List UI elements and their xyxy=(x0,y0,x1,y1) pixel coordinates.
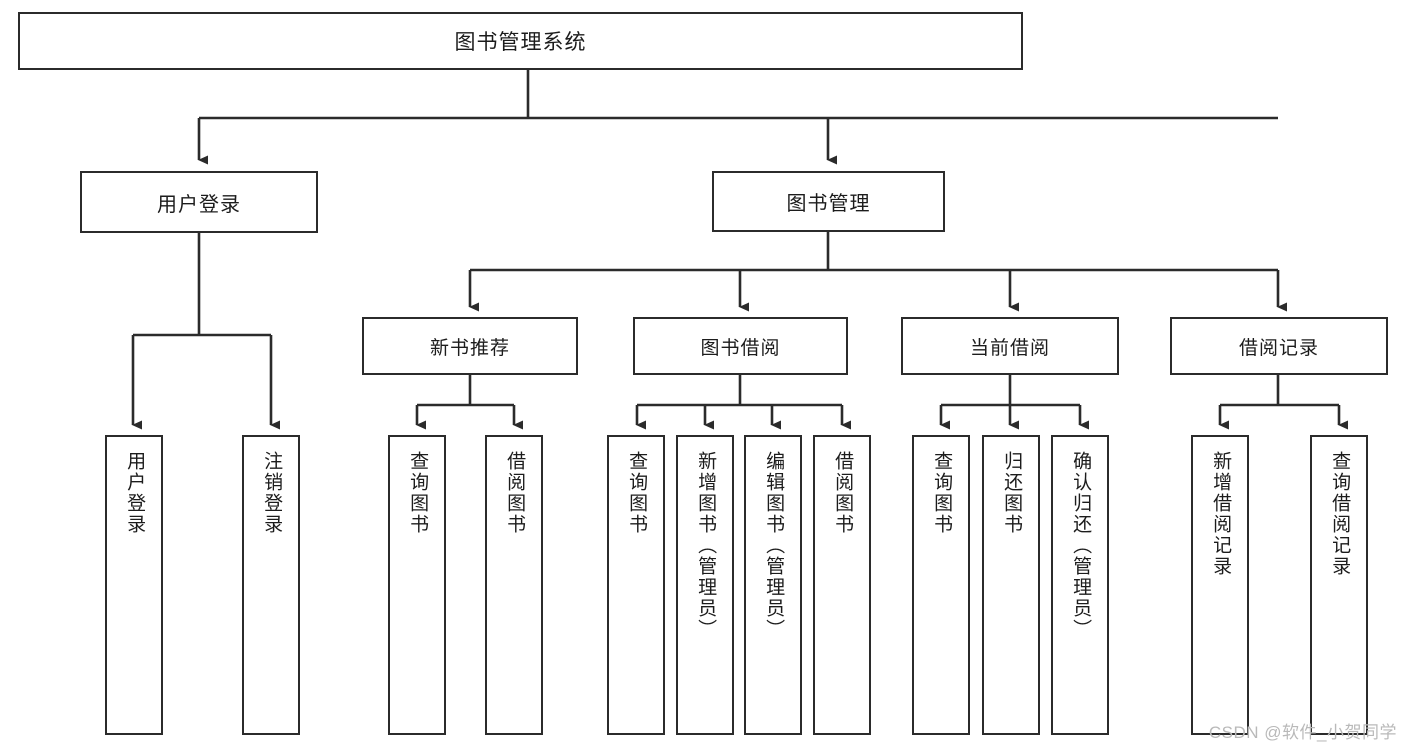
node-label: 新增借阅记录 xyxy=(1210,451,1232,577)
node-label: 新书推荐 xyxy=(429,337,510,359)
leaf-query-book-borrow[interactable]: 查询图书 xyxy=(607,435,665,735)
leaf-borrow-book[interactable]: 借阅图书 xyxy=(813,435,871,735)
node-label: 归还图书 xyxy=(1001,451,1023,535)
leaf-query-borrow-record[interactable]: 查询借阅记录 xyxy=(1310,435,1368,735)
leaf-edit-book-admin[interactable]: 编辑图书（管理员） xyxy=(744,435,802,735)
node-label: 图书管理系统 xyxy=(454,31,587,54)
leaf-logout[interactable]: 注销登录 xyxy=(242,435,300,735)
node-book-management[interactable]: 图书管理 xyxy=(712,171,945,232)
node-label: 编辑图书（管理员） xyxy=(763,451,785,640)
node-label: 图书管理 xyxy=(786,193,871,215)
leaf-return-book[interactable]: 归还图书 xyxy=(982,435,1040,735)
node-label: 图书借阅 xyxy=(700,337,781,359)
leaf-borrow-book-recommend[interactable]: 借阅图书 xyxy=(485,435,543,735)
node-label: 注销登录 xyxy=(261,451,283,535)
watermark-text: CSDN @软件_小贺同学 xyxy=(1208,723,1397,742)
node-user-login[interactable]: 用户登录 xyxy=(80,171,318,233)
leaf-confirm-return-admin[interactable]: 确认归还（管理员） xyxy=(1051,435,1109,735)
node-label: 查询图书 xyxy=(931,451,953,535)
node-label: 借阅记录 xyxy=(1238,337,1319,359)
leaf-add-book-admin[interactable]: 新增图书（管理员） xyxy=(676,435,734,735)
node-label: 用户登录 xyxy=(124,451,146,535)
node-current-borrow[interactable]: 当前借阅 xyxy=(901,317,1119,375)
node-new-book-recommend[interactable]: 新书推荐 xyxy=(362,317,578,375)
leaf-query-book-recommend[interactable]: 查询图书 xyxy=(388,435,446,735)
node-label: 当前借阅 xyxy=(969,337,1050,359)
node-root-system[interactable]: 图书管理系统 xyxy=(18,12,1023,70)
node-label: 新增图书（管理员） xyxy=(695,451,717,640)
node-label: 确认归还（管理员） xyxy=(1070,451,1092,640)
leaf-query-book-current[interactable]: 查询图书 xyxy=(912,435,970,735)
node-label: 用户登录 xyxy=(157,193,241,216)
node-borrow-record[interactable]: 借阅记录 xyxy=(1170,317,1388,375)
node-label: 借阅图书 xyxy=(504,451,526,535)
node-label: 查询图书 xyxy=(407,451,429,535)
node-label: 查询图书 xyxy=(626,451,648,535)
node-label: 借阅图书 xyxy=(832,451,854,535)
node-book-borrow[interactable]: 图书借阅 xyxy=(633,317,848,375)
node-label: 查询借阅记录 xyxy=(1329,451,1351,577)
leaf-add-borrow-record[interactable]: 新增借阅记录 xyxy=(1191,435,1249,735)
leaf-user-login[interactable]: 用户登录 xyxy=(105,435,163,735)
